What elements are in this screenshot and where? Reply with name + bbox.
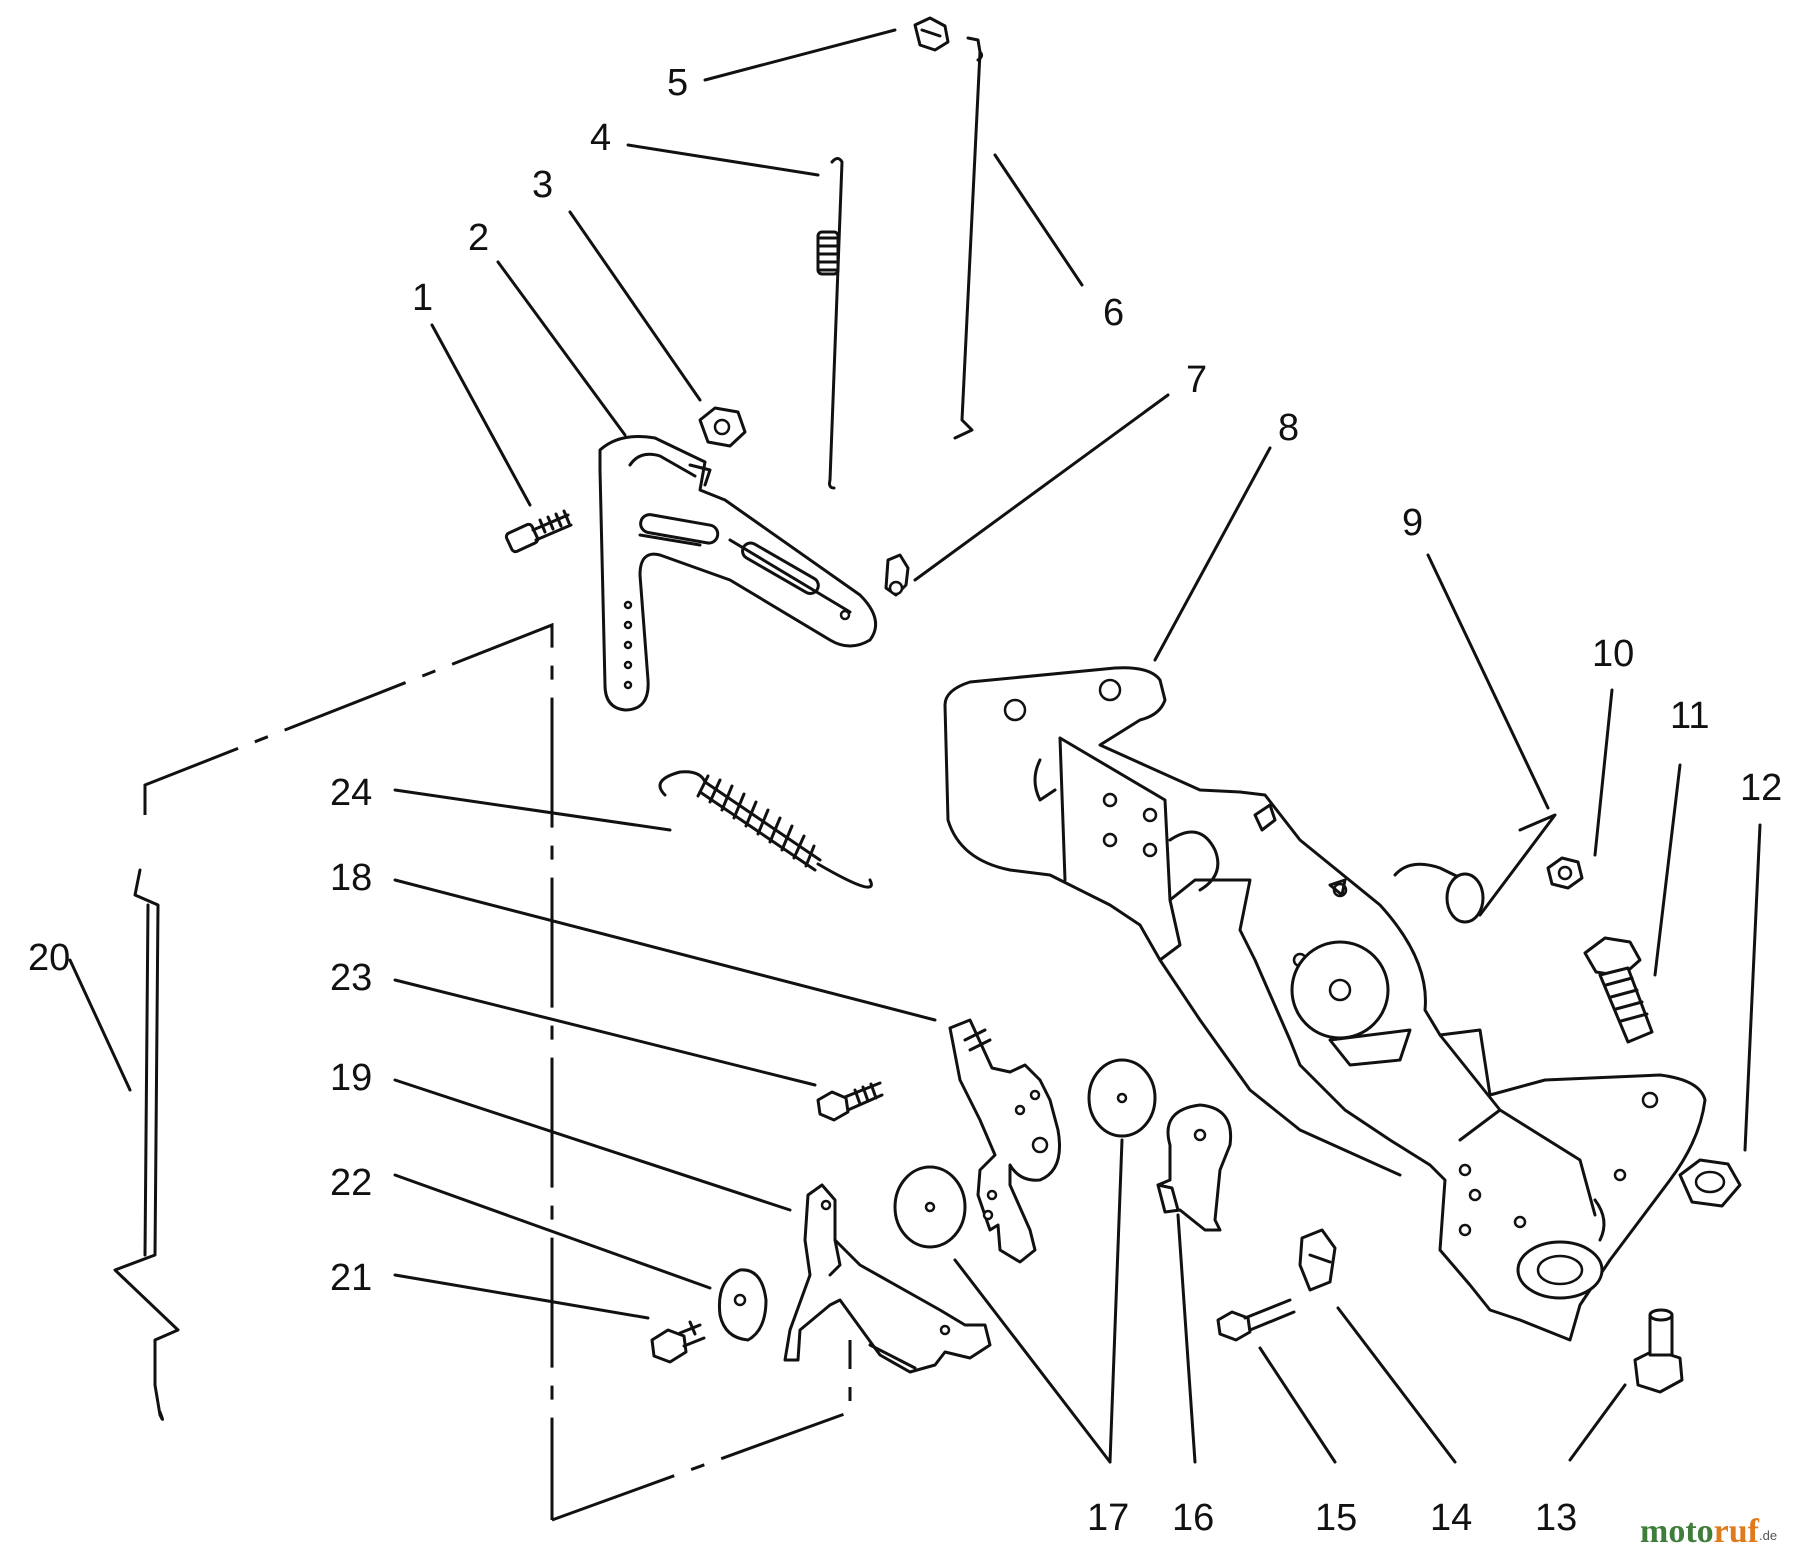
part-13-shoulder-bolt xyxy=(1633,1308,1684,1394)
part-7-clip xyxy=(884,553,910,597)
callout-17: 17 xyxy=(1087,1497,1129,1539)
leader-9 xyxy=(1426,553,1550,810)
leader-lines xyxy=(68,28,1762,1464)
leader-5 xyxy=(703,28,897,82)
callout-2: 2 xyxy=(468,217,489,259)
callout-21: 21 xyxy=(330,1257,372,1299)
part-2-control-lever xyxy=(598,435,878,712)
callout-9: 9 xyxy=(1402,502,1423,544)
leader-14 xyxy=(1336,1306,1457,1464)
leader-1 xyxy=(430,323,532,507)
part-21-screw xyxy=(650,1320,706,1364)
leader-13 xyxy=(1568,1383,1627,1462)
part-10-nut xyxy=(1546,856,1584,890)
callout-11: 11 xyxy=(1670,695,1709,737)
watermark-logo: motoruf.de xyxy=(1640,1513,1777,1550)
leader-8 xyxy=(1153,446,1272,662)
leader-11 xyxy=(1653,763,1682,977)
part-1-screw xyxy=(504,509,573,554)
callout-1: 1 xyxy=(412,277,433,319)
callout-18: 18 xyxy=(330,857,372,899)
leader-21 xyxy=(393,1273,650,1320)
leader-12 xyxy=(1743,823,1762,1152)
part-20-link-rod xyxy=(113,868,180,1421)
callout-16: 16 xyxy=(1172,1497,1214,1539)
part-4-spring-link xyxy=(816,157,844,490)
callout-4: 4 xyxy=(590,117,611,159)
leader-7 xyxy=(913,393,1170,582)
callout-5: 5 xyxy=(667,62,688,104)
part-19-governor-lever xyxy=(783,1183,992,1374)
leader-23 xyxy=(393,978,817,1087)
part-17-friction-washers xyxy=(893,1058,1157,1249)
watermark-part1: moto xyxy=(1640,1513,1714,1550)
part-11-hex-bolt xyxy=(1583,936,1654,1044)
watermark-part2: ruf xyxy=(1714,1513,1760,1550)
part-18-lever-bracket xyxy=(948,1018,1061,1264)
part-8-control-bracket xyxy=(943,666,1707,1342)
leader-17b xyxy=(953,1258,1112,1464)
callout-labels: 1 2 3 4 5 6 7 8 9 10 11 12 13 14 15 16 1… xyxy=(28,62,1782,1539)
leader-19 xyxy=(393,1078,792,1212)
part-3-nut xyxy=(698,406,747,448)
assembly-dashed-outline xyxy=(143,622,852,1522)
leader-15 xyxy=(1258,1346,1337,1464)
leader-2 xyxy=(496,260,627,437)
leader-22 xyxy=(393,1173,712,1290)
callout-19: 19 xyxy=(330,1057,372,1099)
callout-23: 23 xyxy=(330,957,372,999)
leader-16 xyxy=(1176,1213,1197,1464)
part-24-extension-spring xyxy=(658,770,873,889)
part-16-lever-plate xyxy=(1156,1103,1233,1232)
part-15-screw xyxy=(1216,1298,1296,1342)
callout-13: 13 xyxy=(1535,1497,1577,1539)
part-22-washer xyxy=(717,1268,768,1342)
callout-14: 14 xyxy=(1430,1497,1472,1539)
leader-3 xyxy=(568,210,702,402)
callout-12: 12 xyxy=(1740,767,1782,809)
part-6-rod xyxy=(953,36,984,440)
callout-7: 7 xyxy=(1186,359,1207,401)
callout-3: 3 xyxy=(532,164,553,206)
part-12-hex-nut xyxy=(1678,1158,1742,1208)
callout-10: 10 xyxy=(1592,633,1634,675)
leader-24 xyxy=(393,788,672,832)
callout-6: 6 xyxy=(1103,292,1124,334)
watermark-suffix: .de xyxy=(1759,1528,1777,1543)
callout-24: 24 xyxy=(330,772,372,814)
leader-4 xyxy=(626,143,820,177)
leader-20 xyxy=(68,958,132,1092)
svg-text:motoruf.de: motoruf.de xyxy=(1640,1513,1777,1550)
callout-22: 22 xyxy=(330,1162,372,1204)
part-23-screw xyxy=(816,1081,884,1122)
part-14-clip xyxy=(1298,1228,1337,1292)
leader-6 xyxy=(993,153,1084,287)
callout-8: 8 xyxy=(1278,407,1299,449)
callout-20: 20 xyxy=(28,937,70,979)
part-5-cap-nut xyxy=(913,16,950,52)
callout-15: 15 xyxy=(1315,1497,1357,1539)
leader-10 xyxy=(1593,688,1614,857)
leader-17a xyxy=(1108,1138,1124,1464)
leader-18 xyxy=(393,878,937,1022)
part-9-wire-spring xyxy=(1393,813,1557,924)
